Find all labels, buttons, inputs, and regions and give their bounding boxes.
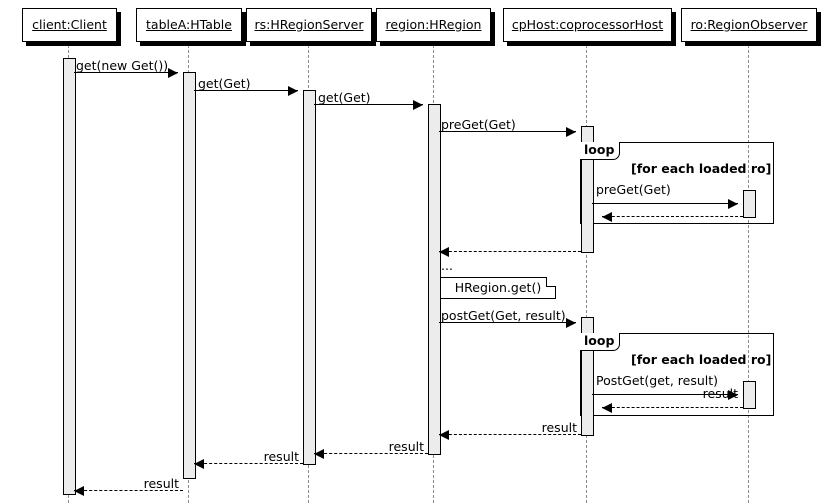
fragment-guard-condition: [for each loaded ro] xyxy=(631,352,772,367)
combined-fragment-loop-2 xyxy=(580,333,774,416)
note-note-hregion-get: HRegion.get() xyxy=(440,277,556,299)
message-arrowhead-m10 xyxy=(602,402,612,413)
message-line-m12 xyxy=(314,453,428,454)
participant-tableA[interactable]: tableA:HTable xyxy=(136,8,242,42)
lifeline-ro xyxy=(748,40,749,503)
note-text: HRegion.get() xyxy=(454,279,542,295)
participant-label: cpHost:coprocessorHost xyxy=(511,16,664,32)
participant-label: rs:HRegionServer xyxy=(254,16,364,32)
activation-bar-tableA xyxy=(183,72,196,479)
message-arrowhead-m12 xyxy=(314,448,324,459)
activation-bar-rs xyxy=(303,90,316,465)
message-line-m11 xyxy=(439,434,581,435)
message-label-m9: PostGet(get, result) xyxy=(596,373,719,388)
message-line-m14 xyxy=(74,490,183,491)
fragment-operator-label: loop xyxy=(584,142,615,158)
message-arrowhead-m8 xyxy=(566,317,576,328)
message-arrowhead-m13 xyxy=(194,458,204,469)
message-arrowhead-m14 xyxy=(74,485,84,496)
message-label-m13: result xyxy=(263,449,299,464)
message-line-m3 xyxy=(314,104,423,105)
participant-cpHost[interactable]: cpHost:coprocessorHost xyxy=(503,8,672,42)
participant-label: ro:RegionObserver xyxy=(690,16,808,32)
message-arrowhead-m2 xyxy=(288,85,298,96)
message-line-m9 xyxy=(592,394,738,395)
message-arrowhead-m11 xyxy=(439,429,449,440)
message-label-m10: result xyxy=(702,386,738,401)
message-line-m1 xyxy=(74,72,178,73)
message-line-m6 xyxy=(602,216,743,217)
message-line-m2 xyxy=(194,90,298,91)
participant-label: region:HRegion xyxy=(385,16,482,32)
message-arrowhead-m6 xyxy=(602,211,612,222)
note-folded-corner-icon xyxy=(546,277,556,287)
message-label-m3: get(Get) xyxy=(318,90,371,105)
message-label-m1: get(new Get()) xyxy=(76,58,169,73)
message-arrowhead-m5 xyxy=(728,198,738,209)
message-label-m11: result xyxy=(541,420,577,435)
message-arrowhead-m1 xyxy=(168,67,178,78)
activation-bar-ro xyxy=(743,381,756,409)
message-line-m8 xyxy=(439,322,576,323)
participant-label: client:Client xyxy=(32,16,107,32)
participant-label: tableA:HTable xyxy=(146,16,232,32)
activation-bar-client xyxy=(63,58,76,495)
participant-region[interactable]: region:HRegion xyxy=(376,8,491,42)
message-line-m7 xyxy=(439,251,581,252)
participant-rs[interactable]: rs:HRegionServer xyxy=(246,8,372,42)
message-label-m12: result xyxy=(388,439,424,454)
message-label-m2: get(Get) xyxy=(198,76,251,91)
message-arrowhead-m4 xyxy=(566,126,576,137)
fragment-operator-tab: loop xyxy=(580,333,620,351)
activation-bar-ro xyxy=(743,190,756,218)
fragment-operator-tab: loop xyxy=(580,142,620,160)
participant-ro[interactable]: ro:RegionObserver xyxy=(681,8,817,42)
annotation-ellipsis: ... xyxy=(441,258,453,273)
message-label-m8: postGet(Get, result) xyxy=(441,308,566,323)
combined-fragment-loop-1 xyxy=(580,142,774,224)
message-line-m10 xyxy=(602,407,743,408)
message-label-m4: preGet(Get) xyxy=(441,117,516,132)
lifeline-cpHost xyxy=(586,40,587,503)
message-arrowhead-m7 xyxy=(439,246,449,257)
message-label-m5: preGet(Get) xyxy=(596,182,671,197)
message-line-m5 xyxy=(592,203,738,204)
participant-client[interactable]: client:Client xyxy=(22,8,117,42)
message-label-m14: result xyxy=(143,476,179,491)
message-line-m13 xyxy=(194,463,303,464)
message-arrowhead-m9 xyxy=(728,389,738,400)
message-line-m4 xyxy=(439,131,576,132)
fragment-guard-condition: [for each loaded ro] xyxy=(631,161,772,176)
fragment-operator-label: loop xyxy=(584,333,615,349)
message-arrowhead-m3 xyxy=(413,99,423,110)
